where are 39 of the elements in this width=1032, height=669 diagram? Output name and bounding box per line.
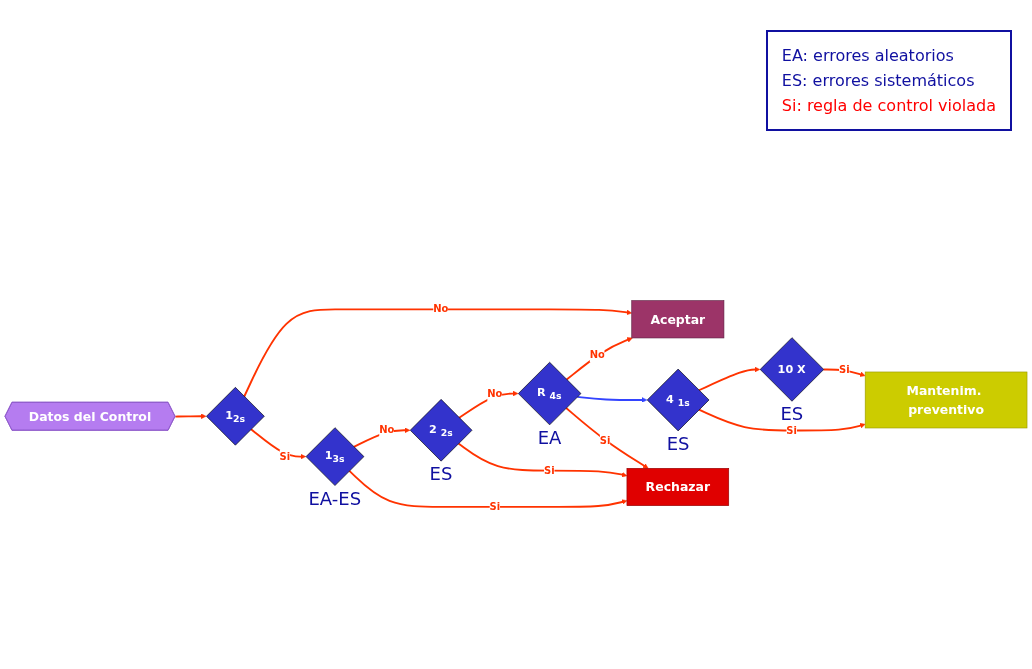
arrow [348,469,628,508]
arrow [576,395,648,403]
arrow [457,442,628,478]
edge-label: Si [599,434,611,447]
edge-label: No [433,303,449,315]
legend-note: EA: errores aleatorios [781,46,955,65]
arrow [458,390,519,419]
node-diamond: 2 $_{2s}$ [409,399,473,462]
error-type-label: ES [780,403,804,425]
node-diamond: 4 $_{1s}$ [646,368,710,432]
arrow [565,337,633,381]
error-type-label: ES [666,432,690,454]
arrow [698,366,761,392]
error-type-label: ES [429,463,453,485]
edge-label: Si [786,424,797,437]
node-diamond: R $_{4s}$ [518,361,582,426]
arrow [174,413,207,419]
arrow [250,428,306,460]
edge-label: No [487,387,503,400]
edge-label: No [589,348,605,361]
node-box: Rechazar [626,468,730,506]
edge-label: Si [279,450,291,463]
node-box: Mantenim. preventivo [864,371,1028,429]
node-diamond: 1$_{3s}$ [305,427,365,486]
error-type-label: EA-ES [308,487,362,509]
error-type-label: EA [537,426,562,448]
node-box: Aceptar [631,300,725,339]
edge-label: No [379,424,395,436]
arrow [822,368,866,377]
arrow [565,407,649,469]
arrow [243,308,632,398]
node-diamond: 10 X [759,337,825,402]
edge-label: Si [544,464,555,477]
edge-label: Si [489,500,501,513]
legend-note: ES: errores sistemáticos [781,71,976,90]
node-diamond: 1$_{2s}$ [206,387,265,446]
legend-note: Si: regla de control violada [781,96,996,115]
arrow [698,408,866,432]
edge-label: Si [839,363,850,376]
